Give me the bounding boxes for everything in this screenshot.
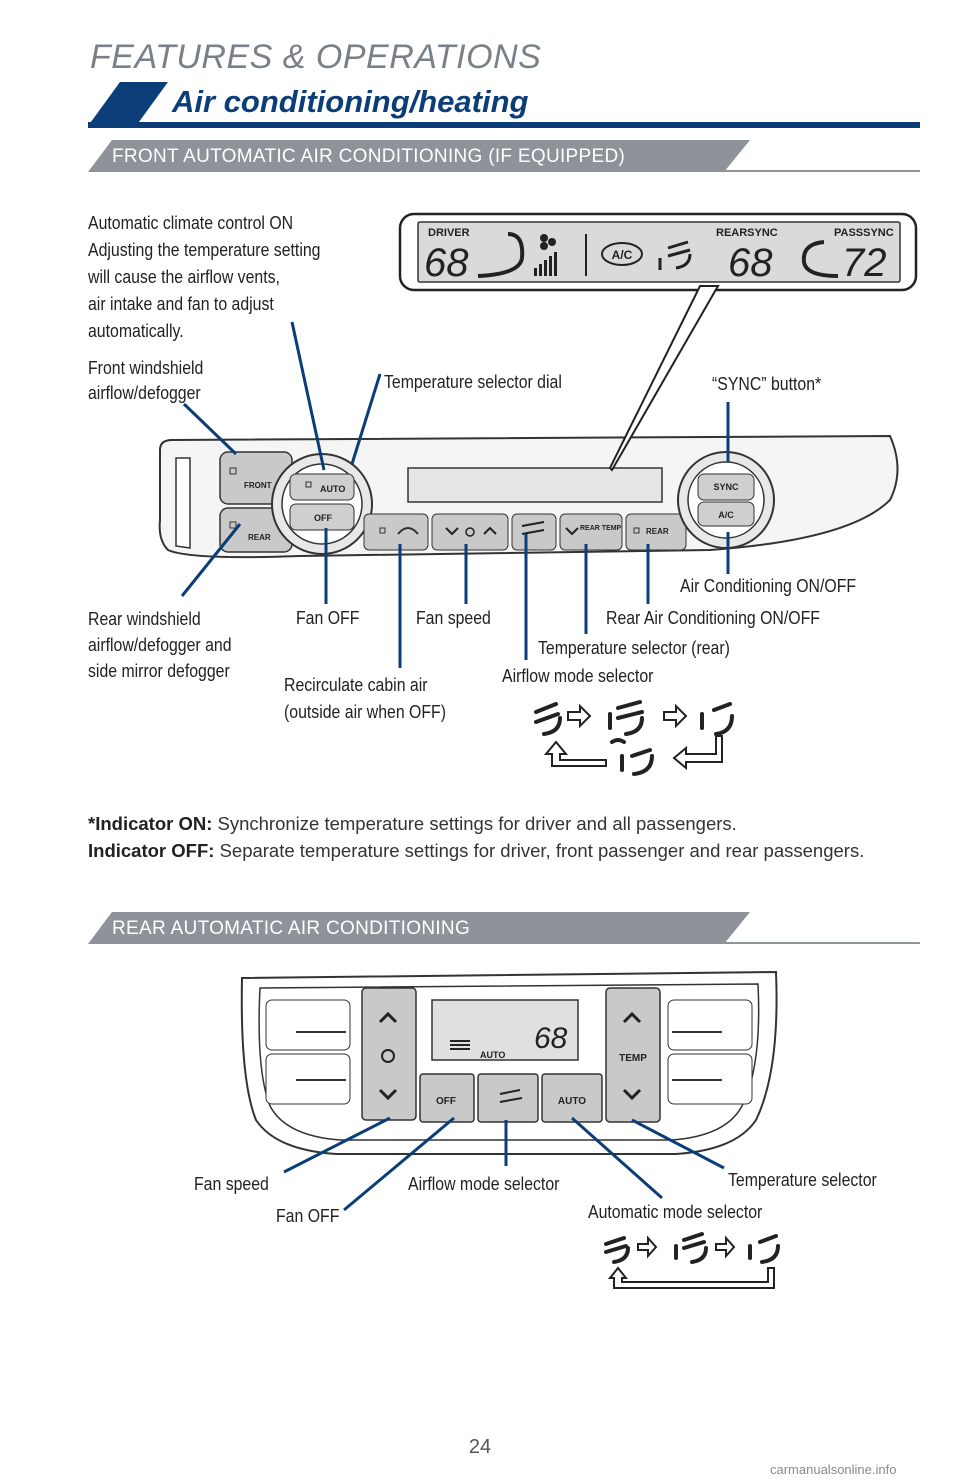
sync-indicator-note: *Indicator ON: Synchronize temperature s…	[88, 810, 908, 864]
arrow-right-icon	[715, 1235, 736, 1259]
rear-temp-button-label: REAR TEMP	[580, 525, 622, 532]
front-defog-label: FRONT	[244, 481, 272, 490]
rear-temp-selector-button[interactable]: TEMP	[605, 987, 661, 1123]
rear-temp-label: TEMP	[619, 1053, 647, 1064]
auto-button[interactable]: AUTO	[289, 473, 355, 501]
arrow-right-icon	[663, 703, 688, 729]
front-climate-display: DRIVER 68 A/C REARSYNC 68 PASSSYNC 72	[398, 212, 918, 292]
rear-auto-label: AUTO	[558, 1096, 586, 1107]
indicator-on-text: Synchronize temperature settings for dri…	[212, 813, 737, 834]
rear-auto-button[interactable]: AUTO	[541, 1073, 603, 1123]
arrow-left-return-icon	[672, 735, 723, 771]
recirculate-button[interactable]	[363, 513, 429, 551]
rear-fan-speed-callout: Fan speed	[194, 1174, 269, 1194]
floor-vent-icon	[700, 702, 734, 736]
rear-right-blank-button-top	[667, 999, 753, 1051]
fan-level-bars-icon	[534, 252, 557, 276]
indicator-on-label: *Indicator ON:	[88, 813, 213, 834]
auto-climate-callout: Automatic climate control ON Adjusting t…	[88, 213, 321, 341]
rear-airflow-mode-cycle	[604, 1232, 780, 1289]
rear-ac-button-label: REAR	[646, 527, 669, 536]
fan-off-button-label: OFF	[314, 513, 332, 523]
sync-button-callout: “SYNC” button*	[712, 374, 822, 394]
rear-temp-readout: 68	[534, 1022, 568, 1055]
rear-section-heading: REAR AUTOMATIC AIR CONDITIONING	[112, 918, 471, 939]
section-title: FEATURES & OPERATIONS	[90, 38, 542, 76]
rearsync-label: REARSYNC	[716, 227, 778, 239]
front-airflow-mode-cycle	[534, 700, 734, 776]
sync-button-label: SYNC	[713, 482, 739, 492]
fan-speed-button[interactable]	[431, 513, 509, 551]
airflow-mode-callout: Airflow mode selector	[502, 666, 654, 686]
fan-icon	[540, 234, 556, 250]
rear-display: 68 AUTO	[431, 999, 579, 1061]
front-control-panel: FRONT REAR AUTO OFF REAR TEMP	[158, 434, 899, 559]
page-number: 24	[468, 1436, 492, 1458]
rear-temp-selector-callout: Temperature selector	[728, 1170, 877, 1190]
indicator-off-text: Separate temperature settings for driver…	[214, 840, 865, 861]
rear-defog-label: REAR	[248, 533, 271, 542]
rear-airflow-mode-callout: Airflow mode selector	[408, 1174, 560, 1194]
face-vent-icon	[534, 702, 562, 736]
arrow-up-return-icon	[543, 740, 607, 767]
sync-button[interactable]: SYNC	[697, 473, 755, 501]
watermark: carmanualsonline.info	[770, 1462, 897, 1477]
front-panel-screen	[407, 467, 663, 503]
bi-level-vent-icon	[608, 700, 644, 736]
floor-defog-vent-icon	[610, 738, 654, 776]
ac-onoff-callout: Air Conditioning ON/OFF	[680, 576, 857, 596]
ac-indicator: A/C	[612, 248, 633, 262]
indicator-off-label: Indicator OFF:	[88, 840, 215, 861]
return-arrow-icon	[607, 1266, 775, 1289]
rear-control-panel: 68 AUTO OFF AUTO TEMP	[240, 970, 778, 1155]
rear-auto-indicator: AUTO	[480, 1050, 505, 1060]
driver-label: DRIVER	[428, 227, 470, 239]
title-bar-graphic	[88, 82, 920, 128]
rear-left-blank-button-top	[265, 999, 351, 1051]
face-vent-icon	[604, 1236, 630, 1264]
passenger-temp-readout: 72	[842, 241, 887, 285]
rear-temp-button[interactable]: REAR TEMP	[559, 513, 623, 551]
bi-level-vent-icon	[674, 1232, 708, 1264]
passsync-label: PASSSYNC	[834, 227, 894, 239]
front-callout-lines	[180, 285, 730, 668]
front-section-header-bar	[88, 140, 920, 172]
ac-button[interactable]: A/C	[697, 501, 755, 527]
fan-speed-callout: Fan speed	[416, 608, 491, 628]
page-title: Air conditioning/heating	[172, 84, 529, 119]
temp-rear-callout: Temperature selector (rear)	[538, 638, 730, 658]
auto-button-label: AUTO	[320, 484, 345, 494]
floor-vent-icon	[748, 1234, 780, 1264]
rear-section-header-bar	[88, 912, 920, 944]
driver-temp-readout: 68	[424, 241, 469, 285]
fan-off-button[interactable]: OFF	[289, 503, 355, 531]
rear-right-blank-button-bottom	[667, 1053, 753, 1105]
airflow-mode-indicator-icon	[658, 240, 692, 270]
arrow-right-icon	[637, 1235, 658, 1259]
rear-ac-button[interactable]: REAR	[625, 513, 687, 551]
rear-fan-off-callout: Fan OFF	[276, 1206, 340, 1226]
rear-fan-off-label: OFF	[436, 1096, 456, 1107]
ac-button-label: A/C	[718, 510, 734, 520]
rear-left-blank-button-bottom	[265, 1053, 351, 1105]
rear-temp-readout: 68	[728, 241, 773, 285]
temp-dial-callout: Temperature selector dial	[384, 372, 562, 392]
airflow-mode-button[interactable]	[511, 513, 557, 551]
rear-callout-lines	[283, 1116, 725, 1212]
front-windshield-callout: Front windshield airflow/defogger	[88, 358, 204, 403]
fan-off-callout: Fan OFF	[296, 608, 360, 628]
recirculate-callout: Recirculate cabin air (outside air when …	[284, 675, 446, 722]
rear-airflow-mode-button[interactable]	[477, 1073, 539, 1123]
arrow-right-icon	[567, 703, 592, 729]
front-section-heading: FRONT AUTOMATIC AIR CONDITIONING (IF EQU…	[112, 146, 626, 167]
rear-windshield-callout: Rear windshield airflow/defogger and sid…	[88, 609, 232, 681]
rear-auto-mode-callout: Automatic mode selector	[588, 1202, 763, 1222]
rear-ac-callout: Rear Air Conditioning ON/OFF	[606, 608, 820, 628]
